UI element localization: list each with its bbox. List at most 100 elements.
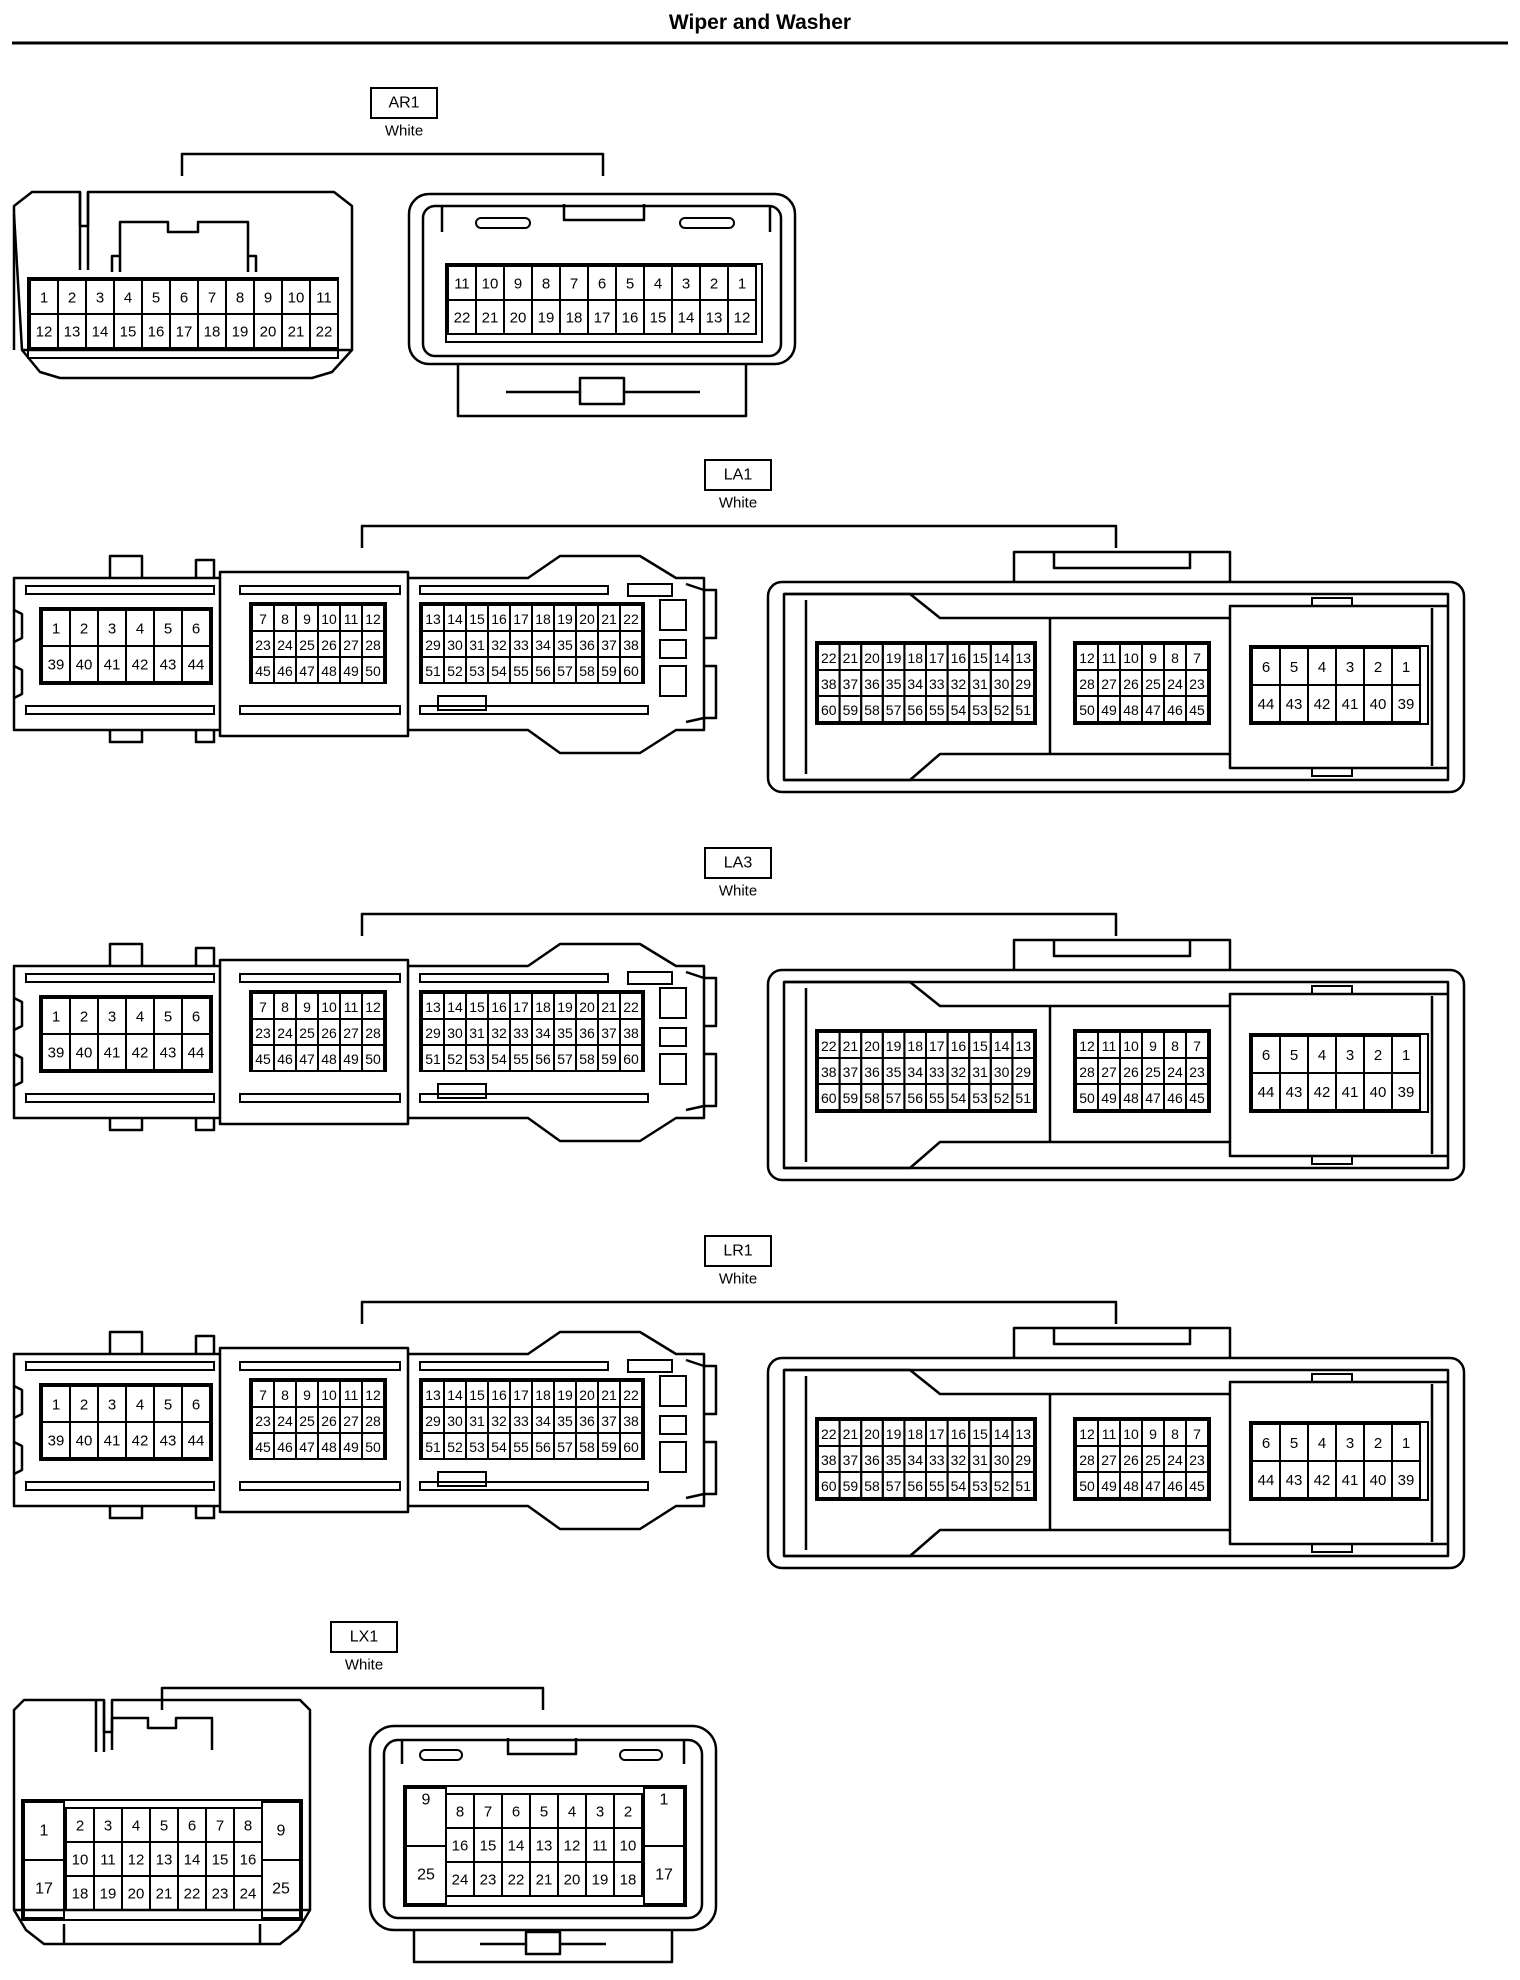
ecu-female-tab: [1311, 597, 1353, 607]
pin-number: 39: [1398, 1084, 1415, 1101]
pin-number: 57: [557, 1439, 573, 1455]
pin-number: 1: [40, 1823, 49, 1840]
pin-number: 56: [535, 1051, 551, 1067]
pin-number: 11: [344, 999, 359, 1015]
ar1-female-bottom-latch: [506, 376, 700, 394]
ecu-female-inner-bottom: [784, 752, 1448, 782]
ecu-male-rail: [25, 1481, 215, 1491]
pin-number: 16: [491, 611, 507, 627]
pin-number: 21: [843, 650, 859, 666]
connector-label-box: [704, 459, 772, 491]
ecu-female-block-frame: [815, 1417, 1037, 1501]
pin-number: 22: [184, 1886, 201, 1903]
pin-number: 25: [1145, 1452, 1161, 1468]
pin-number: 16: [491, 999, 507, 1015]
pin-number: 42: [1314, 1084, 1331, 1101]
pin-number: 24: [277, 1025, 293, 1041]
ecu-male-rail: [419, 1093, 649, 1103]
pin-number: 44: [1258, 1084, 1275, 1101]
ecu-male-latch-bar: [627, 1359, 673, 1373]
ecu-male-top-tab: [108, 554, 144, 578]
pin-number: 12: [1079, 1426, 1095, 1442]
ecu-male-block-frame: [39, 607, 213, 685]
ecu-male-lock: [659, 1415, 687, 1435]
pin-number: 1: [660, 1792, 669, 1809]
pin-number: 17: [513, 611, 529, 627]
pin-number: 11: [316, 290, 332, 307]
pin-number: 34: [535, 637, 551, 653]
ecu-male-bottom-tab: [194, 730, 216, 744]
pin-number: 9: [303, 611, 311, 627]
ar1-female-bottom: [456, 364, 748, 418]
pin-cell: [1011, 695, 1036, 723]
pin-number: 48: [1123, 1478, 1139, 1494]
pin-number: 32: [951, 1064, 967, 1080]
pin-number: 7: [259, 999, 267, 1015]
pin-number: 20: [864, 650, 880, 666]
pin-number: 19: [557, 999, 573, 1015]
pin-number: 55: [929, 1478, 945, 1494]
connector-bracket: [360, 524, 1118, 548]
pin-number: 56: [907, 1478, 923, 1494]
pin-number: 34: [907, 676, 923, 692]
pin-number: 4: [568, 1804, 576, 1821]
pin-number: 60: [623, 663, 639, 679]
pin-number: 24: [277, 637, 293, 653]
pin-number: 8: [281, 1387, 289, 1403]
pin-number: 44: [188, 657, 205, 674]
pin-number: 23: [212, 1886, 229, 1903]
pin-number: 7: [484, 1804, 492, 1821]
pin-number: 60: [623, 1439, 639, 1455]
ecu-male-bottom-tab: [108, 1118, 144, 1132]
pin-number: 11: [1102, 1426, 1117, 1442]
pin-number: 12: [365, 999, 381, 1015]
pin-number: 21: [601, 999, 617, 1015]
pin-number: 8: [542, 276, 550, 293]
pin-number: 22: [623, 999, 639, 1015]
pin-number: 36: [579, 1413, 595, 1429]
pin-number: 13: [425, 611, 441, 627]
pin-number: 60: [821, 1090, 837, 1106]
pin-number: 22: [821, 1426, 837, 1442]
pin-number: 46: [1167, 702, 1183, 718]
pin-number: 55: [513, 1051, 529, 1067]
pin-number: 48: [321, 663, 337, 679]
pin-number: 30: [994, 1452, 1010, 1468]
pin-number: 28: [1079, 1064, 1095, 1080]
ecu-male-dividers: [218, 966, 410, 1118]
pin-cell: [181, 1033, 211, 1071]
pin-number: 20: [864, 1038, 880, 1054]
pin-number: 9: [264, 290, 272, 307]
ecu-female-inner-top-right: [1228, 992, 1448, 1006]
pin-number: 26: [321, 1025, 337, 1041]
lx1-female-bottom-latch: [480, 1930, 606, 1946]
pin-number: 48: [321, 1439, 337, 1455]
pin-number: 36: [864, 1064, 880, 1080]
ecu-male-rail: [239, 1361, 401, 1371]
pin-number: 58: [864, 1090, 880, 1106]
pin-cell: [181, 645, 211, 683]
pin-number: 23: [480, 1872, 497, 1889]
ecu-male-bottom-tab: [194, 1118, 216, 1132]
pin-number: 15: [972, 1038, 988, 1054]
pin-number: 37: [601, 1025, 617, 1041]
ar1-female-inner: [421, 204, 783, 358]
pin-number: 47: [299, 1439, 315, 1455]
pin-number: 19: [557, 611, 573, 627]
pin-number: 1: [40, 290, 48, 307]
ecu-male-housing: [12, 1330, 706, 1531]
pin-number: 34: [907, 1452, 923, 1468]
connector-color: White: [719, 1271, 757, 1288]
ecu-male-top-tab: [194, 558, 216, 578]
pin-number: 18: [620, 1872, 637, 1889]
pin-number: 52: [447, 663, 463, 679]
pin-number: 46: [1167, 1090, 1183, 1106]
pin-number: 4: [1318, 1435, 1326, 1452]
pin-number: 37: [843, 1452, 859, 1468]
pin-cell: [361, 656, 385, 684]
pin-number: 7: [1193, 650, 1201, 666]
pin-number: 60: [821, 702, 837, 718]
pin-number: 36: [864, 1452, 880, 1468]
ecu-male-rail: [25, 705, 215, 715]
